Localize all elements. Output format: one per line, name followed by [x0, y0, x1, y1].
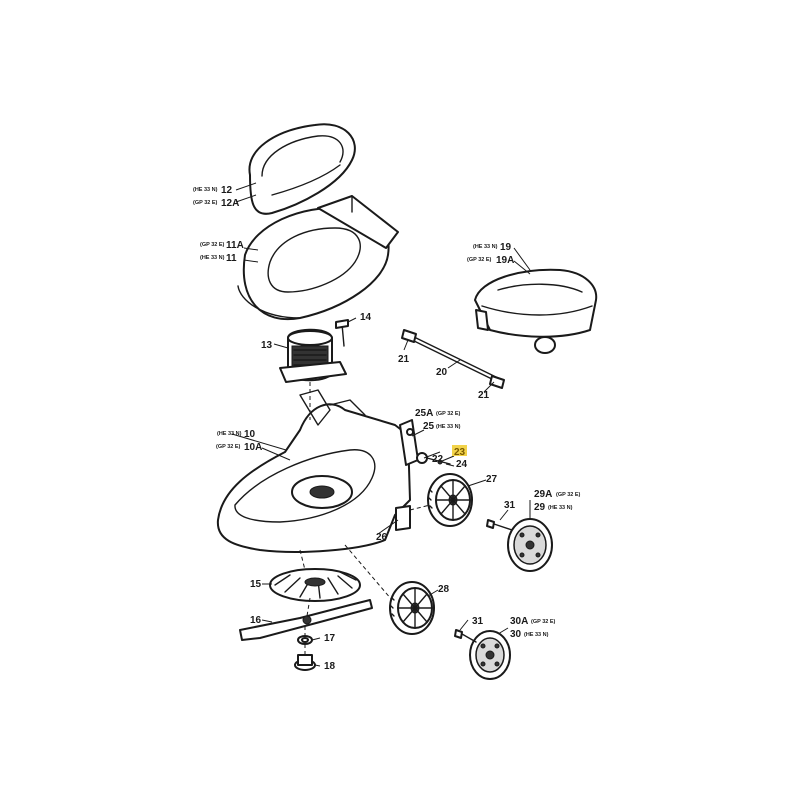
callout-13: 13: [261, 340, 273, 351]
callout-31-lower: 31: [472, 616, 484, 627]
callout-29: 29: [534, 502, 546, 513]
callout-11: 11: [226, 253, 237, 264]
callout-30-variant: (HE 33 N): [524, 632, 549, 638]
callout-23: 23: [454, 447, 466, 458]
callout-30A-variant: (GP 32 E): [531, 619, 556, 625]
callout-25: 25: [423, 421, 435, 432]
callout-19A: 19A: [496, 255, 514, 266]
callout-10A: 10A: [244, 442, 262, 453]
callout-29A-variant: (GP 32 E): [556, 492, 581, 498]
callout-19-variant: (HE 33 N): [473, 244, 498, 250]
callout-10-variant: (HE 33 N): [217, 431, 242, 437]
callout-29-variant: (HE 33 N): [548, 505, 573, 511]
callout-30A: 30A: [510, 616, 528, 627]
part-19-grass-box-top: [474, 268, 598, 354]
part-18-nut: [294, 654, 316, 671]
callout-21-upper: 21: [398, 354, 410, 365]
part-25-bracket: [399, 419, 419, 466]
part-17-washer: [297, 635, 313, 645]
callout-21-lower: 21: [478, 390, 490, 401]
callout-30: 30: [510, 629, 522, 640]
part-31-bolt-upper: [486, 519, 513, 531]
part-16-blade: [239, 599, 373, 641]
callout-27: 27: [486, 474, 498, 485]
part-31-bolt-lower: [454, 629, 477, 643]
callout-25A: 25A: [415, 408, 433, 419]
callout-23-highlight: [452, 445, 467, 456]
callout-labels: (HE 33 N) 12 (GP 32 E) 12A (GP 32 E) 11A…: [193, 185, 581, 672]
part-10-deck-chassis: [216, 389, 411, 553]
callout-12A: 12A: [221, 198, 239, 209]
part-22-24-hardware: [416, 452, 451, 465]
part-11-motor-cover: [237, 195, 399, 321]
callout-15: 15: [250, 579, 262, 590]
callout-12: 12: [221, 185, 233, 196]
part-29-hub-cap: [507, 518, 553, 572]
part-20-axle-rod: [401, 329, 505, 389]
callout-24: 24: [456, 459, 468, 470]
callout-11A-variant: (GP 32 E): [200, 242, 225, 248]
callout-25-variant: (HE 33 N): [436, 424, 461, 430]
part-27-rear-wheel: [427, 473, 473, 527]
leader-lines: [231, 182, 531, 667]
callout-11A: 11A: [226, 240, 244, 251]
part-15-fan: [269, 568, 361, 602]
callout-12A-variant: (GP 32 E): [193, 200, 218, 206]
callout-10: 10: [244, 429, 256, 440]
callout-31-upper: 31: [504, 500, 516, 511]
callout-12-variant: (HE 33 N): [193, 187, 218, 193]
callout-14: 14: [360, 312, 372, 323]
callout-16: 16: [250, 615, 262, 626]
callout-20: 20: [436, 367, 448, 378]
callout-29A: 29A: [534, 489, 552, 500]
callout-28: 28: [438, 584, 450, 595]
part-28-front-wheel: [389, 581, 435, 635]
assembly-guide-lines: [299, 382, 431, 655]
callout-10A-variant: (GP 32 E): [216, 444, 241, 450]
part-30-hub-cap: [469, 630, 511, 680]
part-14-screw: [335, 319, 349, 347]
callout-19: 19: [500, 242, 512, 253]
callout-11-variant: (HE 33 N): [200, 255, 225, 261]
callout-19A-variant: (GP 32 E): [467, 257, 492, 263]
callout-26: 26: [376, 532, 388, 543]
part-12-hood-cover: [248, 123, 356, 215]
callout-25A-variant: (GP 32 E): [436, 411, 461, 417]
part-13-motor: [279, 328, 347, 383]
callout-18: 18: [324, 661, 336, 672]
callout-22: 22: [432, 454, 444, 465]
callout-17: 17: [324, 633, 336, 644]
